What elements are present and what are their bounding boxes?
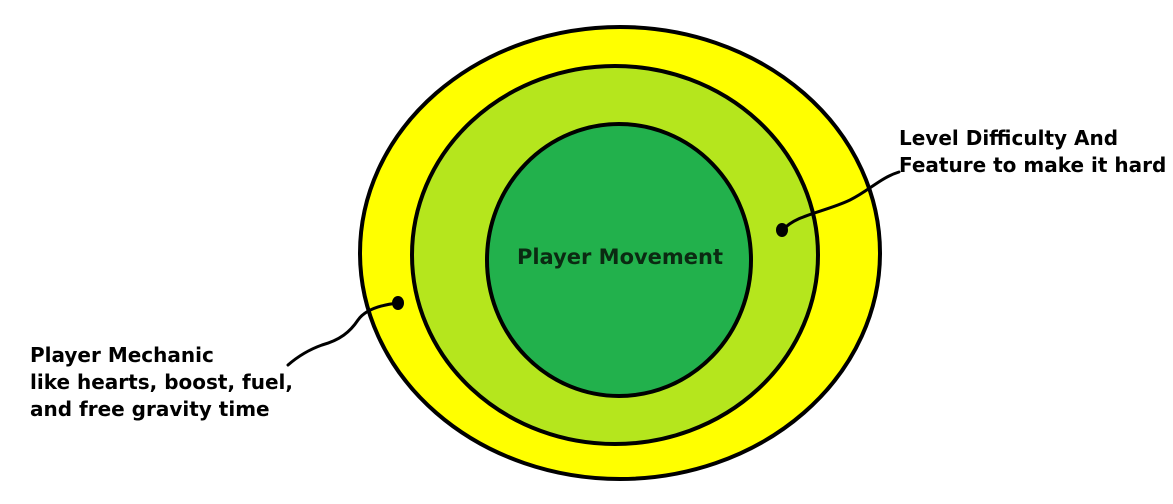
pointer-dot-right [776,223,788,237]
middle-ring-label-line-3: and free gravity time [30,397,270,421]
inner-circle [485,122,753,398]
center-label-text: Player Movement [516,245,724,269]
center-label: Player Movement [490,244,750,271]
middle-ring-label-line-2: like hearts, boost, fuel, [30,370,293,394]
pointer-dot-left [392,296,404,310]
outer-ring-label-line-2: Feature to make it hard [899,153,1167,177]
middle-ring-label: Player Mechanic like hearts, boost, fuel… [30,342,293,423]
middle-ring-label-line-1: Player Mechanic [30,343,214,367]
outer-ring-label: Level Difficulty And Feature to make it … [899,125,1166,179]
outer-ring-label-line-1: Level Difficulty And [899,126,1119,150]
pointer-line-left [286,301,400,367]
pointer-line-right [781,170,901,232]
